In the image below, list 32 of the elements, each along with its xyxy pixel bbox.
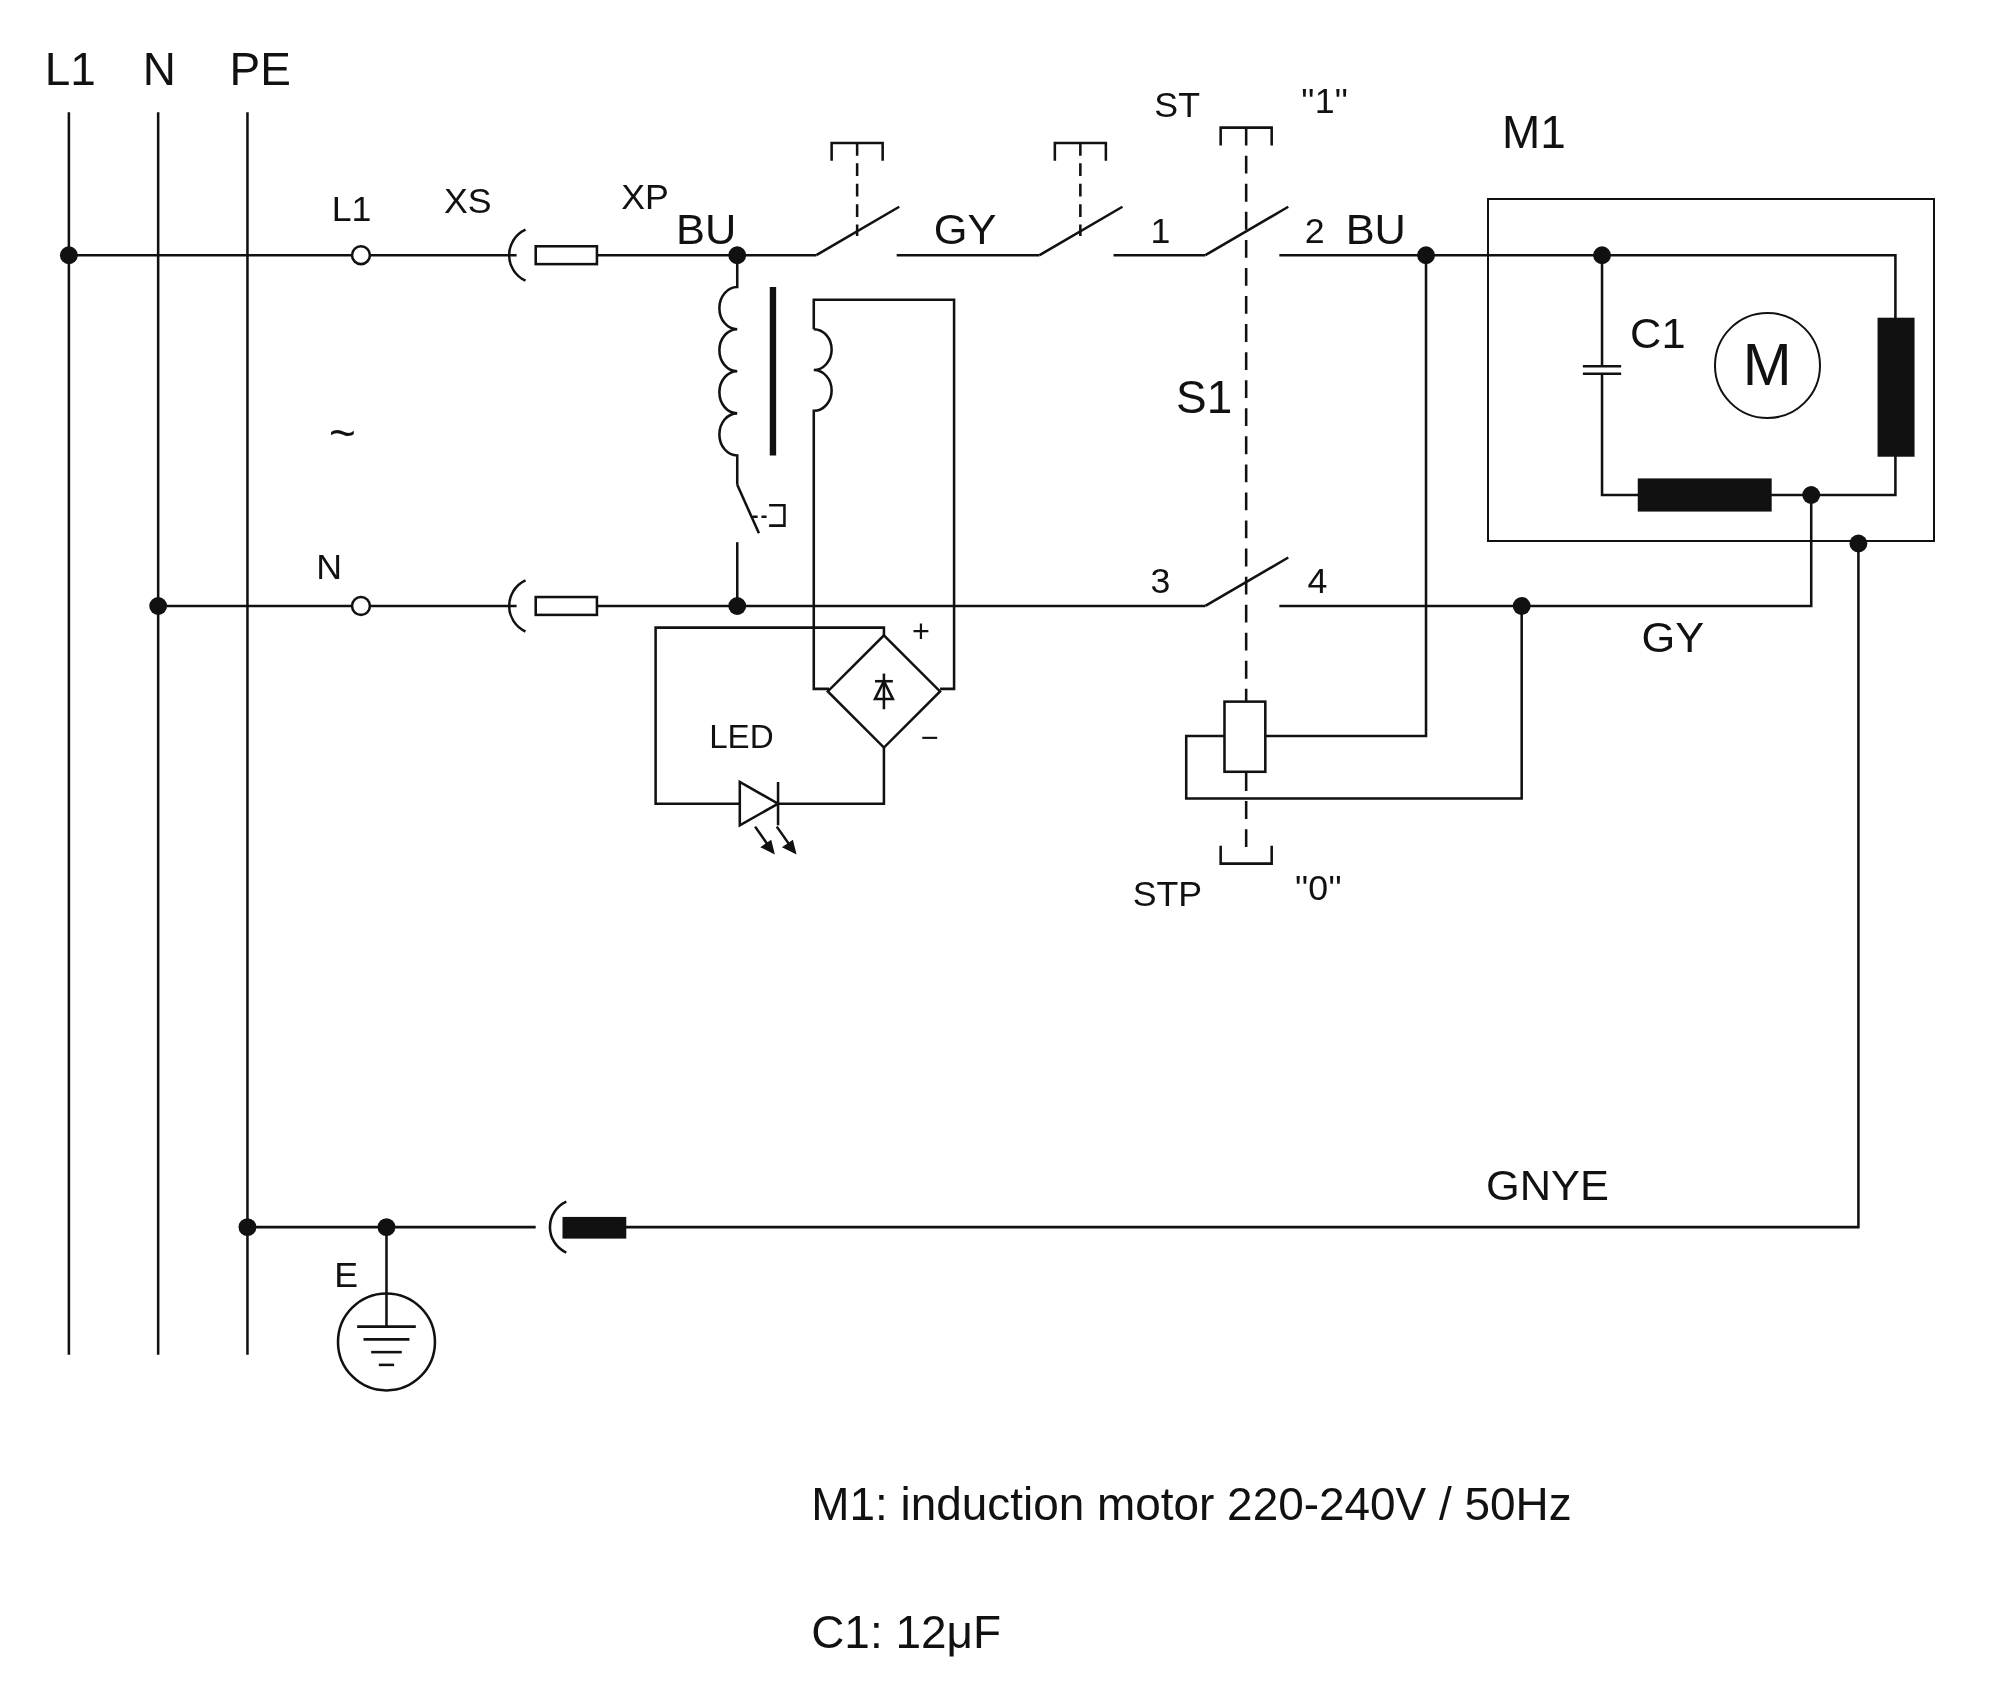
position-label: ''1'' bbox=[1301, 84, 1349, 120]
component-label: C1 bbox=[1630, 312, 1686, 356]
rail-label: PE bbox=[229, 47, 291, 94]
wire-color-label: BU bbox=[676, 207, 737, 252]
wire-color-label: GNYE bbox=[1485, 1164, 1609, 1208]
connector-label: XS bbox=[443, 183, 492, 220]
terminal-label: L1 bbox=[331, 192, 372, 229]
contact-number: 1 bbox=[1150, 214, 1171, 250]
button-label: STP bbox=[1132, 877, 1203, 914]
polarity-label: − bbox=[920, 721, 939, 753]
button-label: ST bbox=[1154, 88, 1200, 124]
rail-label: L1 bbox=[44, 47, 96, 94]
connector-label: XP bbox=[621, 179, 669, 216]
ac-symbol: ~ bbox=[329, 410, 356, 457]
earth-label: E bbox=[334, 1257, 358, 1294]
contact-number: 4 bbox=[1307, 563, 1328, 600]
note-text: M1: induction motor 220-240V / 50Hz bbox=[811, 1482, 1572, 1529]
wire-color-label: BU bbox=[1345, 207, 1406, 252]
component-label: LED bbox=[709, 720, 774, 754]
wire-color-label: GY bbox=[1641, 616, 1705, 660]
note-text: C1: 12μF bbox=[811, 1609, 1001, 1656]
motor-symbol-label: M bbox=[1742, 336, 1792, 395]
terminal-label: N bbox=[316, 549, 343, 586]
polarity-label: + bbox=[912, 616, 930, 647]
component-label: S1 bbox=[1176, 375, 1233, 421]
contact-number: 2 bbox=[1304, 214, 1325, 250]
rail-label: N bbox=[142, 47, 176, 94]
motor-circle bbox=[1713, 311, 1821, 420]
contact-number: 3 bbox=[1150, 563, 1171, 600]
position-label: ''0'' bbox=[1294, 871, 1342, 907]
wire-color-label: GY bbox=[933, 207, 997, 252]
component-label: M1 bbox=[1502, 110, 1566, 157]
